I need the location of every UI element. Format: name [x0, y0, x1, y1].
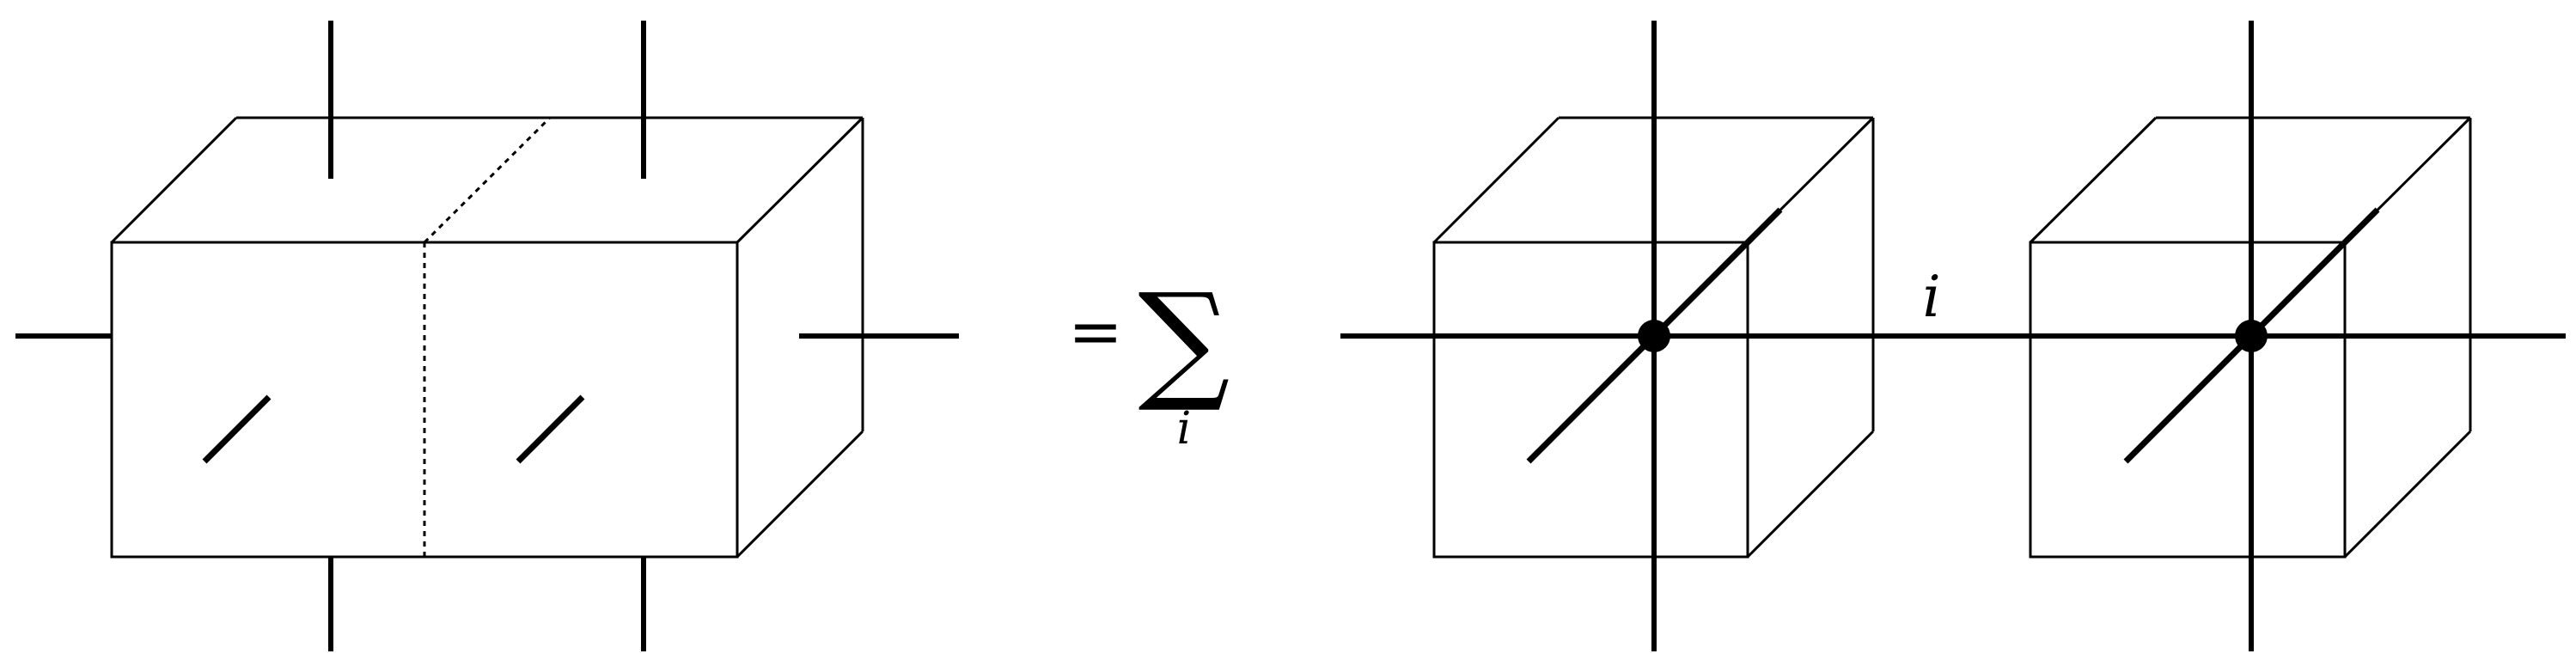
site2-cube-top-left-edge: [2029, 116, 2158, 244]
equals-sign: =: [1068, 293, 1123, 370]
sum-index-label: i: [1177, 403, 1192, 455]
site1-tensor-node: [1638, 320, 1670, 352]
merged-depth-leg-site2: [516, 394, 585, 464]
merged-tensor-box: [15, 21, 959, 651]
merged-box-top-left-edge: [110, 116, 238, 244]
decomposed-tensors: [1340, 21, 2566, 651]
site2-cube-right-bottom-edge: [2343, 430, 2472, 559]
merged-depth-leg-site1: [202, 394, 272, 464]
site2-tensor-node: [2235, 320, 2268, 352]
merged-box-right-bottom-edge: [736, 430, 864, 559]
sum-symbol: ∑: [1138, 266, 1230, 416]
site1-cube-front-face: [1432, 241, 1749, 559]
merged-box-top-right-edge: [736, 116, 864, 244]
bond-index-label: i: [1922, 264, 1940, 330]
site-divider-top-dotted: [423, 116, 552, 244]
site1-cube-top-left-edge: [1432, 116, 1560, 244]
site1-cube-right-bottom-edge: [1746, 430, 1875, 559]
equation-operator: = ∑ i: [1068, 266, 1230, 455]
site2-cube-front-face: [2029, 241, 2347, 559]
